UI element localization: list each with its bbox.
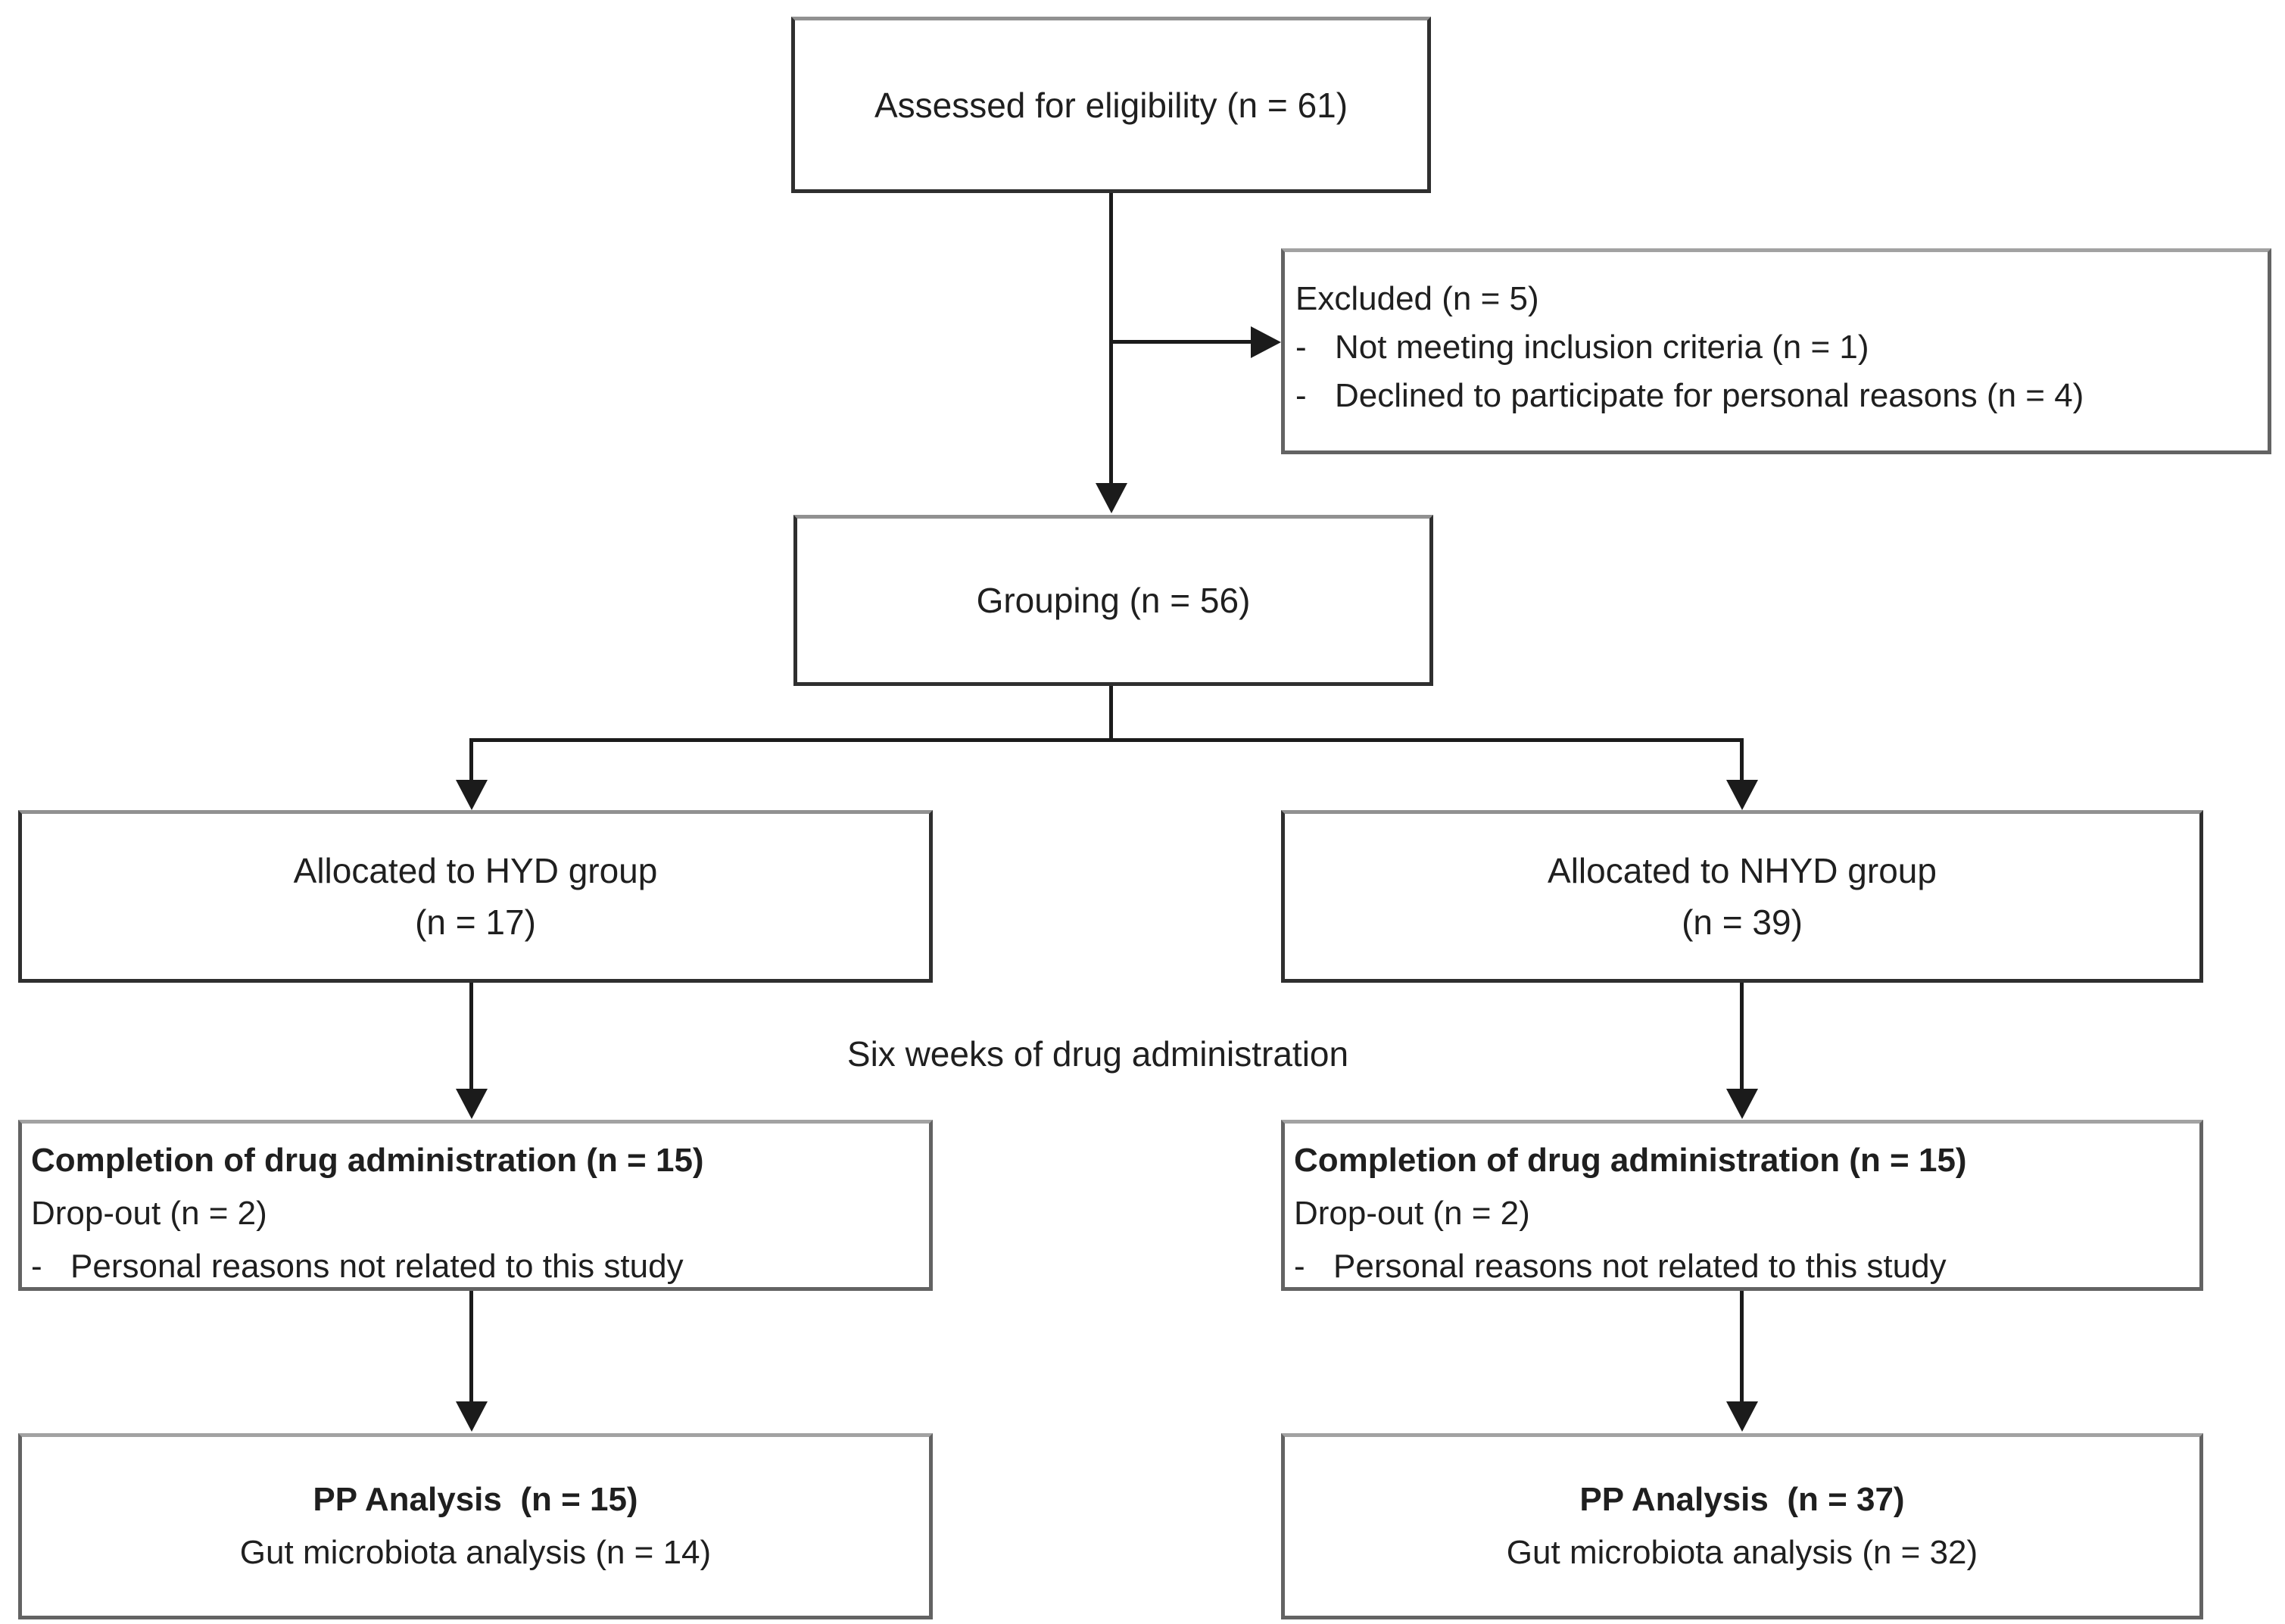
- arrowhead-pp-hyd: [456, 1401, 488, 1432]
- arrowhead-pp-nhyd: [1726, 1401, 1758, 1432]
- box-assessed: Assessed for eligibility (n = 61): [791, 17, 1431, 193]
- allocated-nhyd-line2: (n = 39): [1682, 902, 1803, 942]
- pp-nhyd-subtitle: Gut microbiota analysis (n = 32): [1506, 1534, 1978, 1571]
- arrowhead-grouping: [1096, 483, 1127, 513]
- grouping-label: Grouping (n = 56): [976, 581, 1251, 620]
- arrowhead-allocated-hyd: [456, 780, 488, 810]
- pp-nhyd-title: PP Analysis (n = 37): [1579, 1481, 1905, 1518]
- excluded-item: - Declined to participate for personal r…: [1295, 372, 2255, 420]
- bullet-dash: -: [31, 1248, 42, 1285]
- box-excluded: Excluded (n = 5) - Not meeting inclusion…: [1281, 248, 2271, 454]
- allocated-hyd-line2: (n = 17): [415, 902, 536, 942]
- pp-hyd-title: PP Analysis (n = 15): [313, 1481, 638, 1518]
- branch-bar: [469, 738, 1744, 742]
- connector-hyd-completion: [469, 983, 473, 1090]
- completion-nhyd-dropout: Drop-out (n = 2): [1294, 1195, 1530, 1232]
- box-allocated-hyd: Allocated to HYD group (n = 17): [18, 810, 933, 983]
- completion-hyd-item: - Personal reasons not related to this s…: [31, 1240, 920, 1293]
- connector-completion-pp-nhyd: [1740, 1291, 1744, 1403]
- bullet-dash: -: [1295, 377, 1307, 414]
- connector-excluded: [1111, 340, 1251, 344]
- box-grouping: Grouping (n = 56): [793, 515, 1433, 686]
- arrowhead-allocated-nhyd: [1726, 780, 1758, 810]
- excluded-item: - Not meeting inclusion criteria (n = 1): [1295, 323, 2255, 372]
- connector-grouping-stub: [1109, 686, 1113, 742]
- connector-completion-pp-hyd: [469, 1291, 473, 1403]
- completion-nhyd-item-text: Personal reasons not related to this stu…: [1333, 1248, 1947, 1285]
- connector-assessed-grouping: [1109, 193, 1113, 483]
- completion-hyd-item-text: Personal reasons not related to this stu…: [70, 1248, 684, 1285]
- pp-hyd-subtitle: Gut microbiota analysis (n = 14): [239, 1534, 712, 1571]
- completion-hyd-title: Completion of drug administration (n = 1…: [31, 1142, 704, 1179]
- connector-branch-right: [1740, 738, 1744, 781]
- completion-hyd-dropout: Drop-out (n = 2): [31, 1195, 267, 1232]
- bullet-dash: -: [1295, 329, 1307, 366]
- box-allocated-nhyd: Allocated to NHYD group (n = 39): [1281, 810, 2203, 983]
- excluded-item-text: Not meeting inclusion criteria (n = 1): [1335, 329, 1869, 366]
- allocated-hyd-line1: Allocated to HYD group: [293, 851, 658, 890]
- assessed-label: Assessed for eligibility (n = 61): [874, 85, 1348, 125]
- box-pp-hyd: PP Analysis (n = 15) Gut microbiota anal…: [18, 1433, 933, 1619]
- completion-nhyd-title: Completion of drug administration (n = 1…: [1294, 1142, 1967, 1179]
- box-completion-hyd: Completion of drug administration (n = 1…: [18, 1120, 933, 1291]
- completion-nhyd-item: - Personal reasons not related to this s…: [1294, 1240, 2190, 1293]
- excluded-item-text: Declined to participate for personal rea…: [1335, 377, 2084, 414]
- box-completion-nhyd: Completion of drug administration (n = 1…: [1281, 1120, 2203, 1291]
- box-pp-nhyd: PP Analysis (n = 37) Gut microbiota anal…: [1281, 1433, 2203, 1619]
- bullet-dash: -: [1294, 1248, 1305, 1285]
- connector-branch-left: [469, 738, 473, 781]
- arrowhead-excluded: [1251, 326, 1281, 358]
- allocated-nhyd-line1: Allocated to NHYD group: [1548, 851, 1937, 890]
- arrowhead-completion-hyd: [456, 1089, 488, 1119]
- excluded-title: Excluded (n = 5): [1295, 280, 1539, 317]
- arrowhead-completion-nhyd: [1726, 1089, 1758, 1119]
- connector-nhyd-completion: [1740, 983, 1744, 1090]
- six-weeks-label: Six weeks of drug administration: [846, 1034, 1349, 1074]
